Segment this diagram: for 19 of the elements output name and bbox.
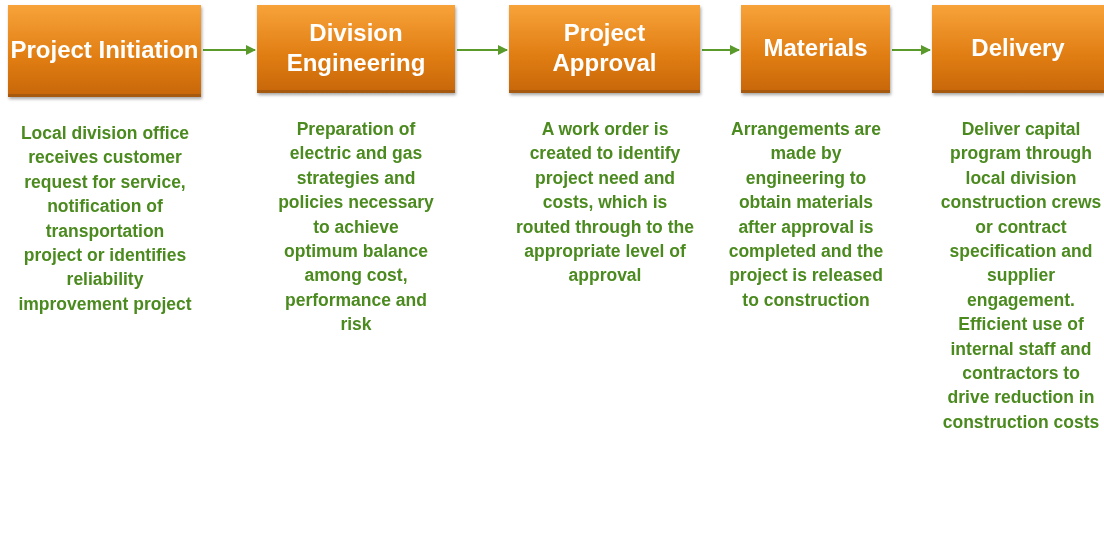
step-title: Materials — [763, 32, 868, 63]
arrow — [202, 45, 256, 55]
step-description: Local division office receives customer request for service, notification of transportation project or identifies reliability improvement project — [17, 122, 193, 316]
process-box — [932, 5, 1104, 93]
step-title: Project Initiation — [10, 34, 199, 65]
step-description: Arrangements are made by engineering to obtain materials after approval is completed and the project is released to construction — [728, 118, 884, 312]
arrow — [891, 45, 931, 55]
step-description: Preparation of electric and gas strategies and policies necessary to achieve optimum balance among cost, performance and risk — [277, 118, 435, 337]
step-title: Project Approval — [551, 17, 658, 78]
process-box — [509, 5, 700, 93]
step-description: Deliver capital program through local division construction crews or contract specification and supplier engagement. Efficient use of internal staff and contractors to drive reduction in construction costs — [940, 118, 1102, 434]
step-title: Division Engineering — [285, 17, 427, 78]
process-box — [8, 5, 201, 97]
step-title: Delivery — [971, 32, 1065, 63]
arrow — [456, 45, 508, 55]
process-box — [741, 5, 890, 93]
arrow — [701, 45, 740, 55]
process-box — [257, 5, 455, 93]
step-description: A work order is created to identify project need and costs, which is routed through to the appropriate level of approval — [515, 118, 695, 288]
